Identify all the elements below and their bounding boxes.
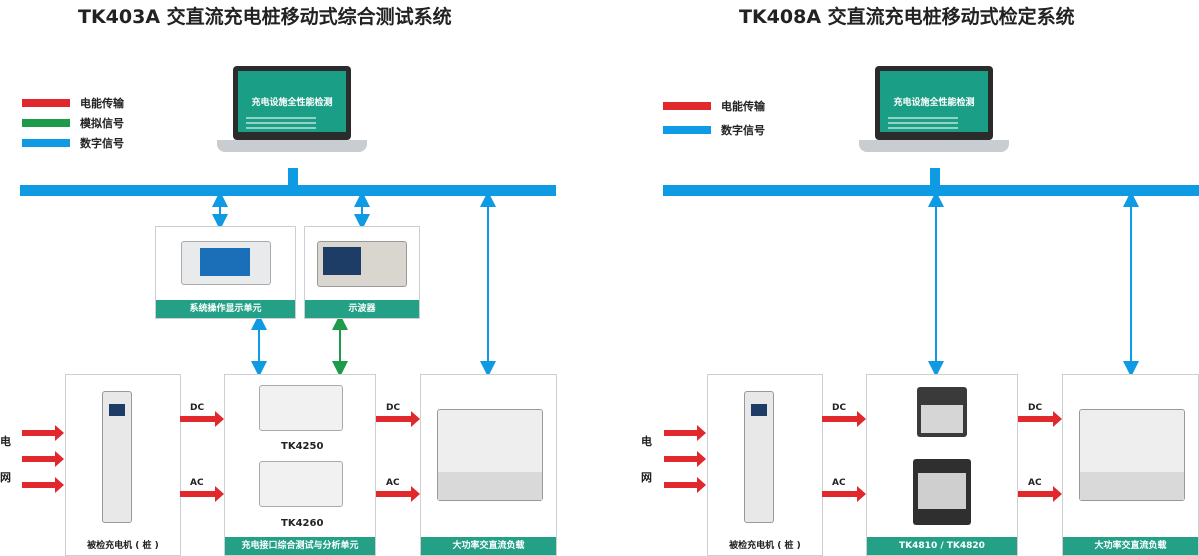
dc-label: DC (190, 403, 205, 413)
display-unit-caption: 系统操作显示单元 (156, 300, 295, 318)
left-bus (20, 185, 556, 196)
laptop-base (859, 140, 1009, 152)
scope-box: 示波器 (304, 226, 420, 319)
dc-label: DC (1028, 403, 1043, 413)
legend-swatch-red (663, 102, 711, 110)
grid-input-arrow (22, 477, 64, 493)
screen-line (246, 127, 316, 129)
legend-energy-label: 电能传输 (80, 97, 124, 110)
right-bus (663, 185, 1199, 196)
grid-input-arrow (22, 451, 64, 467)
grid-label-2: 网 (641, 471, 652, 484)
legend-swatch-green (22, 119, 70, 127)
legend-digital-label: 数字信号 (80, 137, 124, 150)
grid-label-1: 电 (0, 435, 11, 448)
display-unit-screen (200, 248, 250, 276)
load-panel (438, 472, 542, 500)
legend-energy-label: 电能传输 (721, 100, 765, 113)
laptop-screen: 充电设施全性能检测 (875, 66, 993, 140)
load-box: 大功率交直流负载 (1062, 374, 1199, 556)
ac-label: AC (832, 478, 846, 488)
laptop-screen: 充电设施全性能检测 (233, 66, 351, 140)
legend-digital: 数字信号 (663, 122, 765, 138)
charger-box: 被检充电机 ( 桩 ) (65, 374, 181, 556)
grid-input-arrow (664, 425, 706, 441)
laptop-display: 充电设施全性能检测 (880, 71, 988, 132)
grid-input-arrow (22, 425, 64, 441)
analyzer-box: TK4250 TK4260 充电接口综合测试与分析单元 (224, 374, 376, 556)
tk4260-device (259, 461, 343, 507)
ac-arrow (1018, 486, 1062, 502)
laptop-screen-title: 充电设施全性能检测 (893, 98, 975, 108)
dc-arrow (822, 411, 866, 427)
dc-arrow (376, 411, 420, 427)
device-box: TK4810 / TK4820 (866, 374, 1018, 556)
ac-arrow (376, 486, 420, 502)
left-title: TK403A 交直流充电桩移动式综合测试系统 (78, 6, 452, 28)
ac-arrow (822, 486, 866, 502)
tk4820-device (913, 459, 971, 525)
tk4260-label: TK4260 (281, 518, 324, 529)
load-caption: 大功率交直流负载 (421, 537, 556, 555)
ac-label: AC (190, 478, 204, 488)
legend-swatch-blue (22, 139, 70, 147)
scope-screen (323, 247, 361, 275)
scope-device (317, 241, 407, 287)
charger-screen (109, 404, 125, 416)
screen-line (888, 127, 958, 129)
charger-screen (751, 404, 767, 416)
legend-energy: 电能传输 (663, 98, 765, 114)
charger-box: 被检充电机 ( 桩 ) (707, 374, 823, 556)
load-caption: 大功率交直流负载 (1063, 537, 1198, 555)
load-box: 大功率交直流负载 (420, 374, 557, 556)
legend-analog-label: 模拟信号 (80, 117, 124, 130)
grid-input-arrow (664, 477, 706, 493)
laptop-screen-title: 充电设施全性能检测 (251, 98, 333, 108)
legend-digital: 数字信号 (22, 135, 124, 151)
ac-label: AC (386, 478, 400, 488)
screen-line (888, 122, 958, 124)
charger-pile (102, 391, 132, 523)
screen-line (246, 117, 316, 119)
analyzer-caption: 充电接口综合测试与分析单元 (225, 537, 375, 555)
load-cabinet (1079, 409, 1185, 501)
ac-arrow (180, 486, 224, 502)
grid-label-1: 电 (641, 435, 652, 448)
legend-swatch-red (22, 99, 70, 107)
charger-pile (744, 391, 774, 523)
tk4250-device (259, 385, 343, 431)
legend-swatch-blue (663, 126, 711, 134)
display-unit-box: 系统操作显示单元 (155, 226, 296, 319)
legend-energy: 电能传输 (22, 95, 124, 111)
load-panel (1080, 472, 1184, 500)
dc-label: DC (832, 403, 847, 413)
dc-label: DC (386, 403, 401, 413)
tk4820-panel (918, 473, 966, 509)
tk4810-device (917, 387, 967, 437)
screen-line (246, 122, 316, 124)
device-caption: TK4810 / TK4820 (867, 537, 1017, 555)
grid-input-arrow (664, 451, 706, 467)
left-bus-stem (288, 168, 298, 186)
legend-analog: 模拟信号 (22, 115, 124, 131)
tk4250-label: TK4250 (281, 441, 324, 452)
scope-caption: 示波器 (305, 300, 419, 318)
right-title: TK408A 交直流充电桩移动式检定系统 (739, 6, 1075, 28)
dc-arrow (180, 411, 224, 427)
laptop-display: 充电设施全性能检测 (238, 71, 346, 132)
laptop-base (217, 140, 367, 152)
charger-caption: 被检充电机 ( 桩 ) (87, 541, 159, 551)
tk4810-panel (921, 405, 963, 433)
ac-label: AC (1028, 478, 1042, 488)
display-unit-device (181, 241, 271, 285)
right-bus-stem (930, 168, 940, 186)
load-cabinet (437, 409, 543, 501)
dc-arrow (1018, 411, 1062, 427)
charger-caption: 被检充电机 ( 桩 ) (729, 541, 801, 551)
grid-label-2: 网 (0, 471, 11, 484)
screen-line (888, 117, 958, 119)
legend-digital-label: 数字信号 (721, 124, 765, 137)
